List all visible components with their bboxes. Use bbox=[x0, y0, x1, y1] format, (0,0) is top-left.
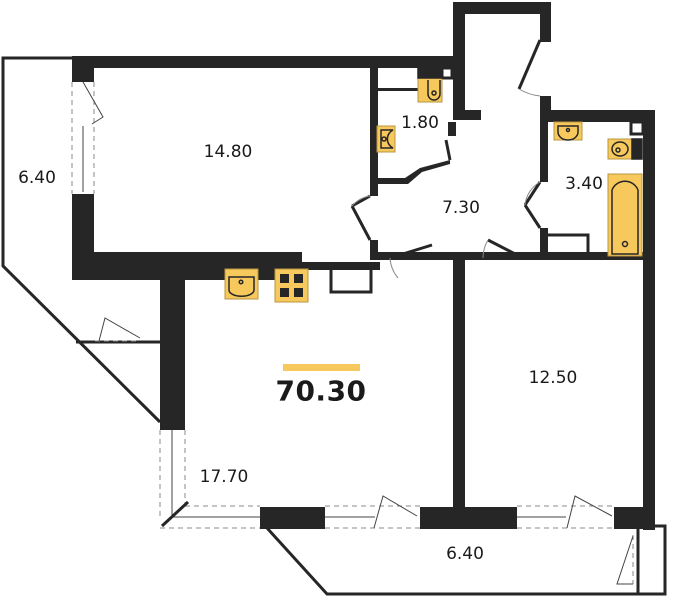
windows bbox=[71, 82, 634, 584]
bathtub-icon bbox=[607, 173, 643, 257]
room-area-balcony-left: 6.40 bbox=[18, 168, 56, 188]
room-area-room-2: 12.50 bbox=[528, 368, 578, 388]
room-area-hallway: 7.30 bbox=[442, 198, 480, 218]
stove-icon bbox=[274, 268, 309, 303]
fixture-details bbox=[228, 67, 643, 297]
room-area-balcony-bottom: 6.40 bbox=[446, 544, 484, 564]
room-area-kitchen-living: 17.70 bbox=[199, 467, 249, 487]
room-area-room-1: 14.80 bbox=[203, 142, 253, 162]
room-area-bathroom: 3.40 bbox=[565, 174, 603, 194]
window-frames bbox=[82, 81, 634, 585]
doors bbox=[350, 39, 542, 260]
stove-burners bbox=[280, 274, 303, 297]
walls bbox=[72, 2, 655, 530]
door-swings bbox=[351, 88, 541, 279]
total-area: 70.30 bbox=[275, 374, 367, 408]
total-area-accent-bar bbox=[283, 364, 360, 371]
room-area-wc: 1.80 bbox=[401, 113, 439, 133]
